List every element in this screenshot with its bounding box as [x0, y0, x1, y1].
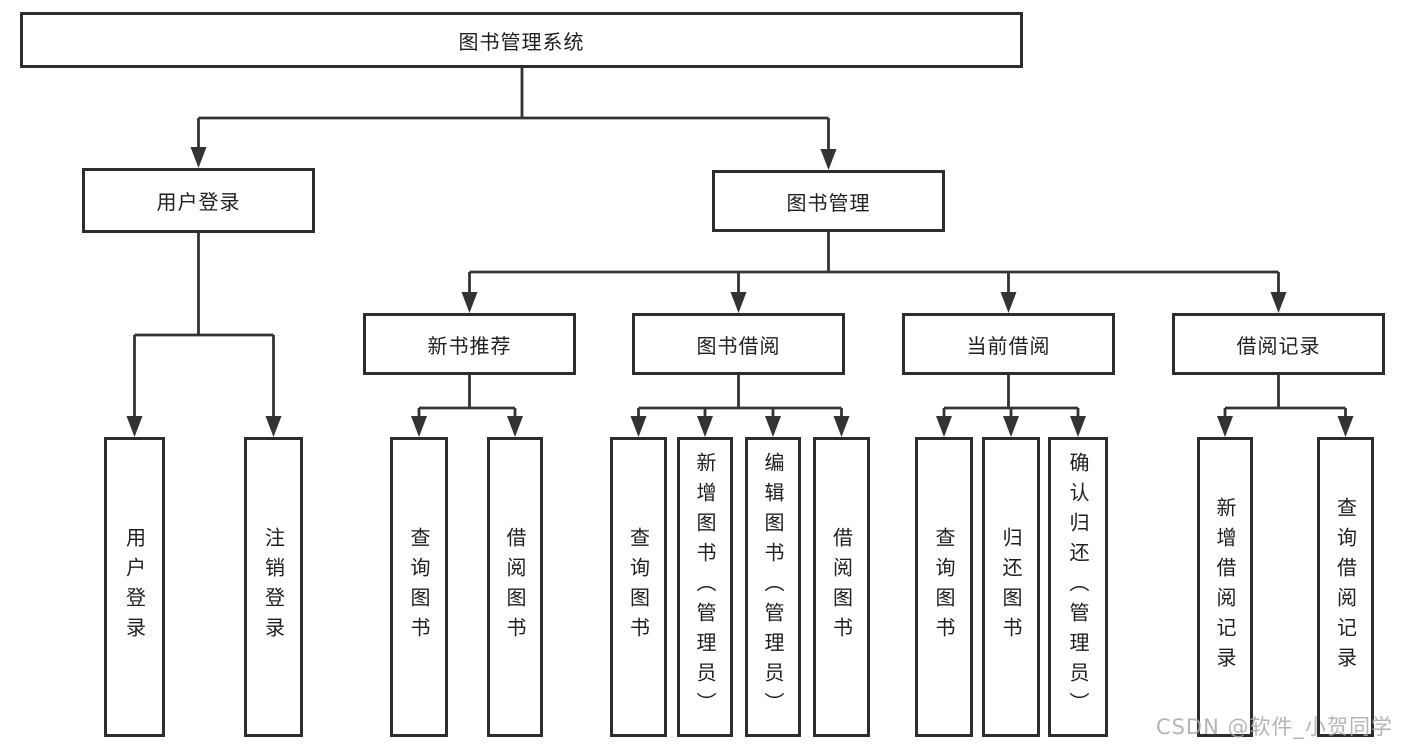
- node-edit-book-admin: 编辑图书（管理员）: [745, 437, 801, 737]
- node-user-login-action: 用户登录: [104, 437, 165, 737]
- arrowhead: [126, 416, 143, 437]
- arrowhead: [1003, 416, 1019, 437]
- node-borrow-books-action: 借阅图书: [813, 437, 870, 737]
- arrowhead: [461, 292, 478, 313]
- node-book-borrow: 图书借阅: [632, 313, 845, 375]
- node-book-management: 图书管理: [712, 170, 945, 232]
- arrowhead: [507, 416, 523, 437]
- node-user-login: 用户登录: [82, 168, 315, 233]
- arrowhead: [1217, 416, 1233, 437]
- arrowhead: [1000, 292, 1017, 313]
- arrowhead: [630, 416, 647, 437]
- node-confirm-return-admin: 确认归还（管理员）: [1048, 437, 1108, 737]
- node-borrow-records: 借阅记录: [1172, 313, 1385, 375]
- arrowhead: [1337, 416, 1354, 437]
- connector-new-book-recommend-to-leaves: [411, 375, 523, 437]
- node-query-books-recommend: 查询图书: [390, 437, 448, 737]
- node-current-borrow: 当前借阅: [902, 313, 1115, 375]
- node-return-book: 归还图书: [982, 437, 1040, 737]
- arrowhead: [833, 416, 850, 437]
- node-query-borrow-record: 查询借阅记录: [1317, 437, 1374, 737]
- arrowhead: [190, 147, 207, 168]
- connector-book-borrow-to-leaves: [630, 375, 850, 437]
- connector-current-borrow-to-leaves: [936, 375, 1086, 437]
- node-add-book-admin: 新增图书（管理员）: [677, 437, 733, 737]
- connector-borrow-records-to-leaves: [1217, 375, 1354, 437]
- node-new-book-recommend: 新书推荐: [363, 313, 576, 375]
- connector-root-to-level2: [190, 68, 837, 170]
- arrowhead: [411, 416, 427, 437]
- node-query-books-current: 查询图书: [915, 437, 973, 737]
- node-root: 图书管理系统: [20, 12, 1023, 68]
- arrowhead: [1270, 292, 1287, 313]
- connector-book-management-to-level3: [461, 232, 1287, 313]
- arrowhead: [730, 292, 747, 313]
- arrowhead: [765, 416, 781, 437]
- node-logout-action: 注销登录: [244, 437, 303, 737]
- arrowhead: [1070, 416, 1086, 437]
- arrowhead: [936, 416, 952, 437]
- arrowhead: [820, 149, 837, 170]
- node-add-borrow-record: 新增借阅记录: [1197, 437, 1253, 737]
- connector-user-login-to-leaves: [126, 233, 282, 437]
- arrowhead: [697, 416, 713, 437]
- arrowhead: [265, 416, 282, 437]
- node-query-books-borrow: 查询图书: [610, 437, 667, 737]
- node-borrow-books-recommend: 借阅图书: [487, 437, 543, 737]
